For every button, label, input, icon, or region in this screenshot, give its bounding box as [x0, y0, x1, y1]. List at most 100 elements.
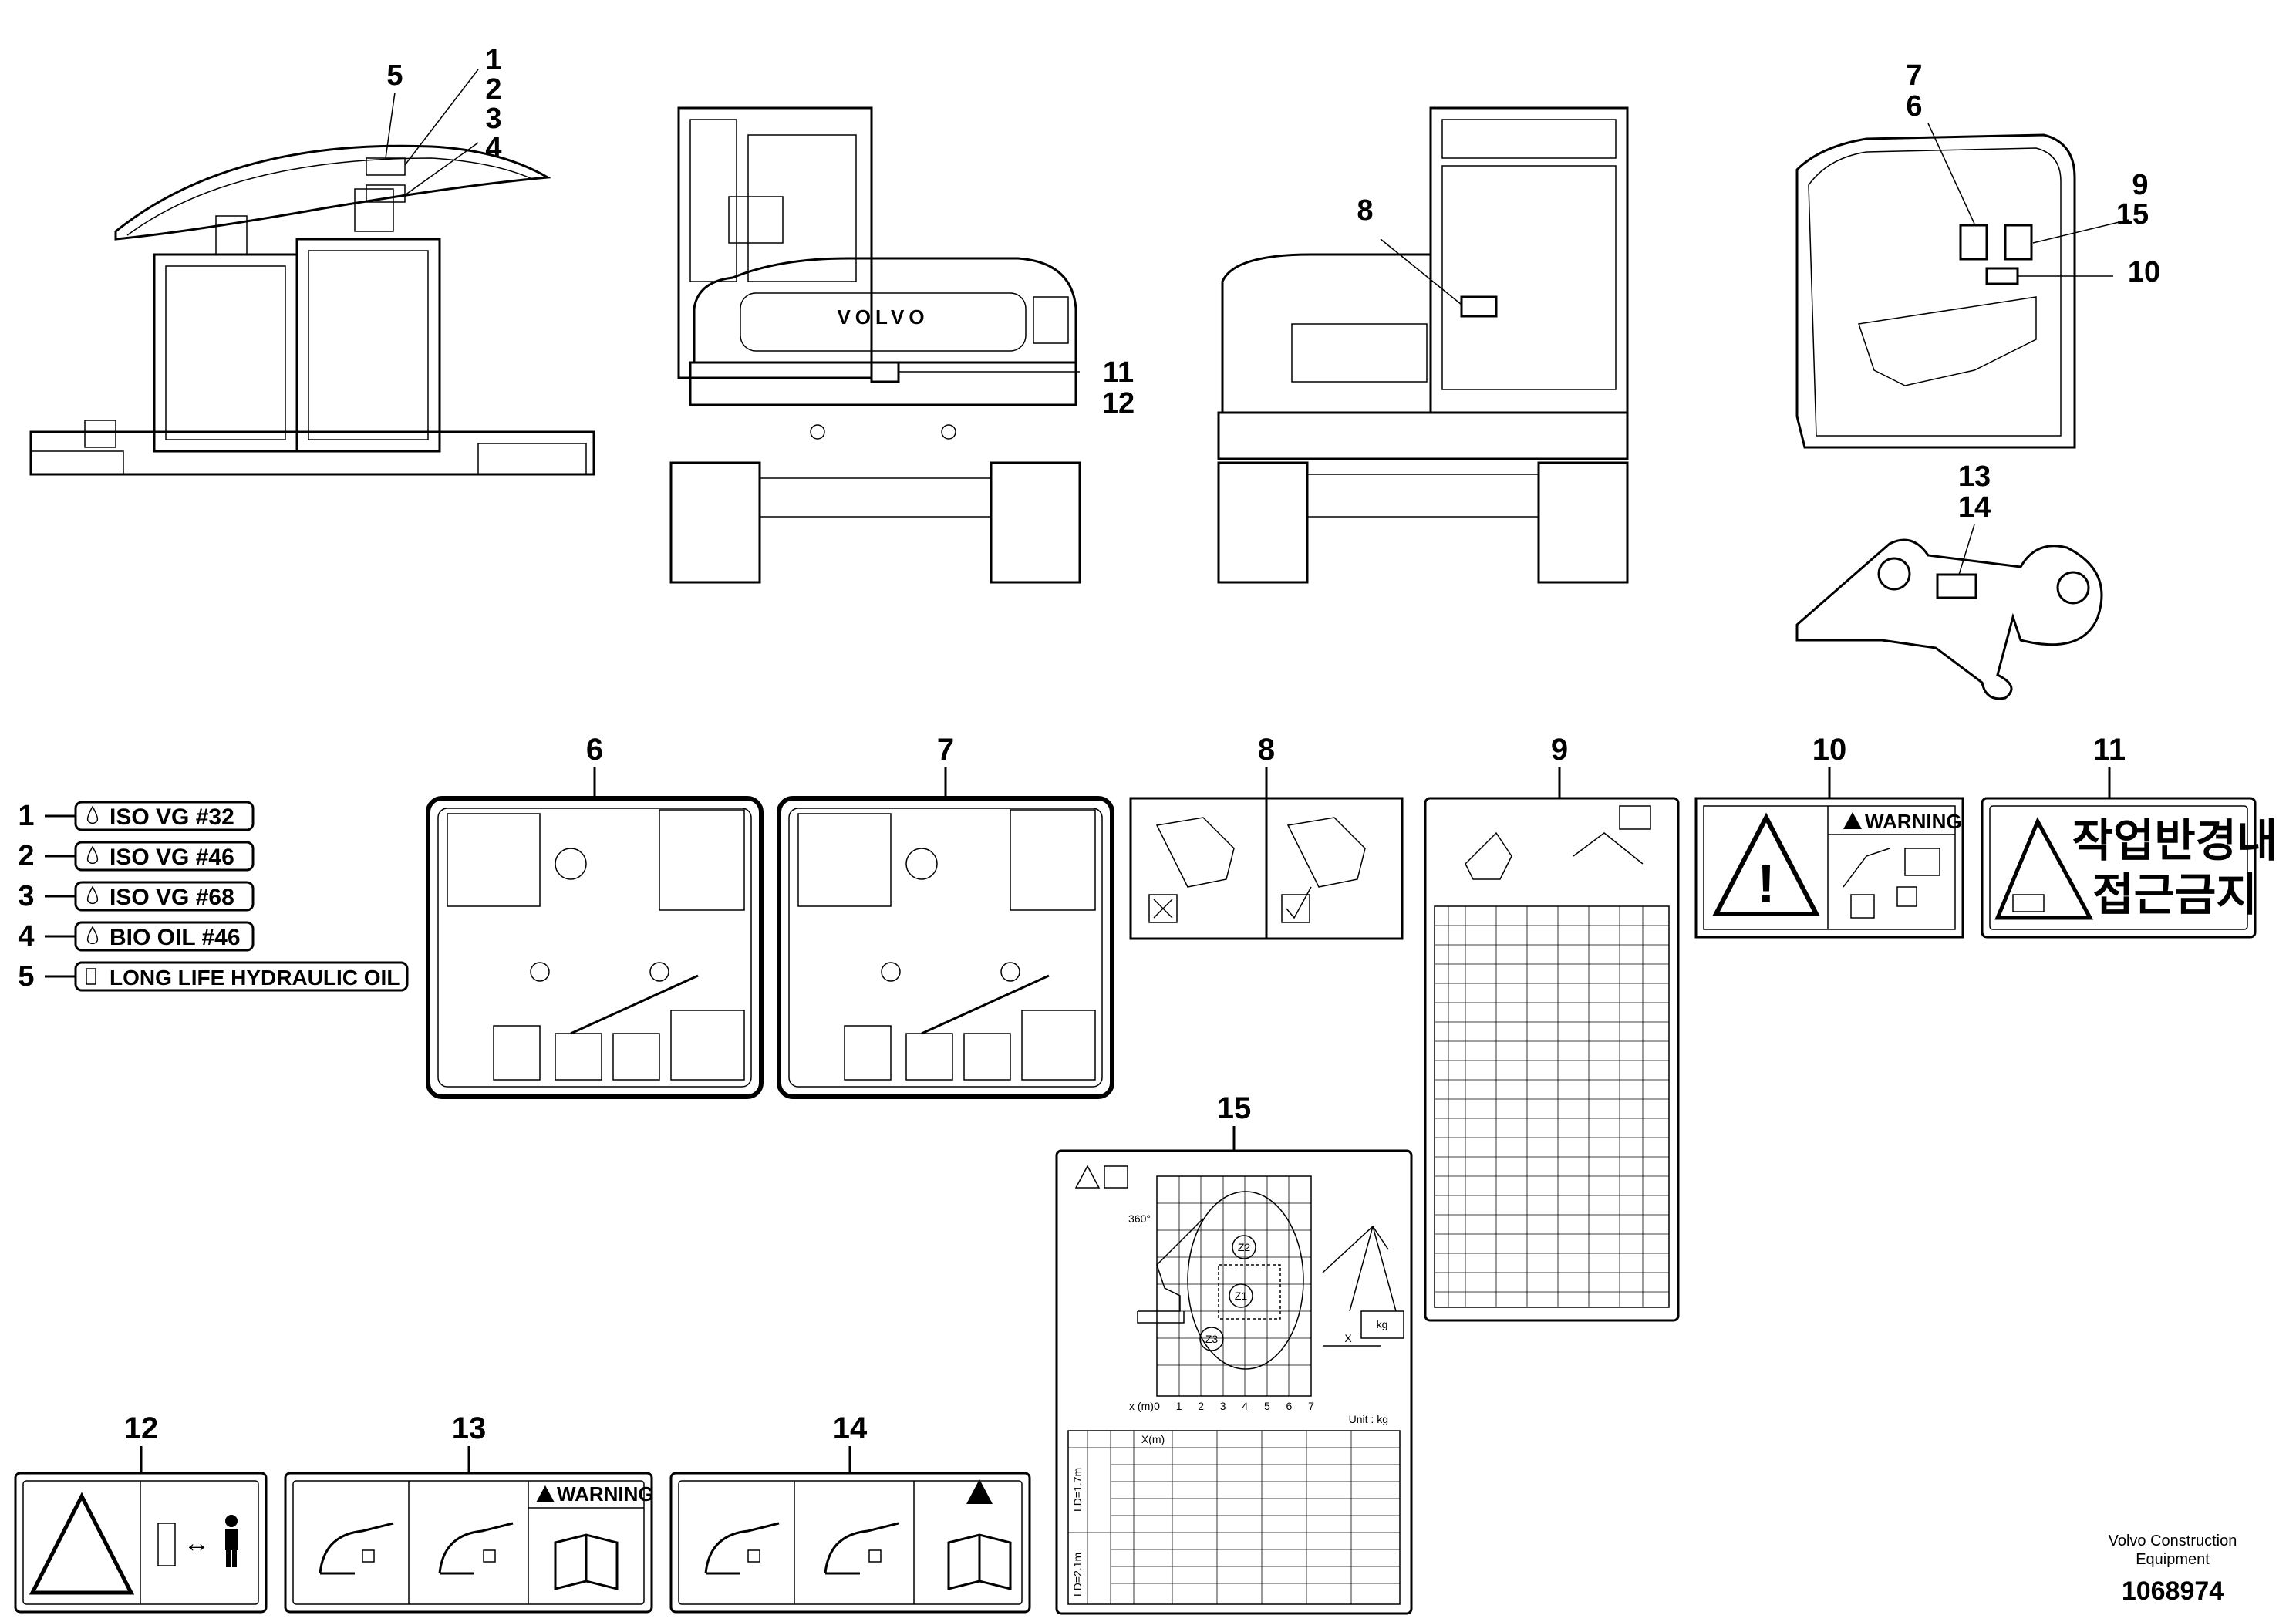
decal-8-coupler-check: 8	[1129, 733, 1404, 940]
callout-9: 9	[2132, 169, 2148, 201]
warning-triangle-icon	[1712, 812, 1820, 916]
decal-10-warning: 10 ! WARNING	[1694, 733, 1964, 939]
part-number: 1068974	[2121, 1576, 2224, 1606]
callout-4: 4	[485, 132, 501, 164]
unit-label: Unit : kg	[1349, 1413, 1388, 1425]
view2-callouts: 11 12	[1102, 356, 1135, 420]
oil-label-3: 3 ISO VG #68	[18, 880, 255, 912]
callout-8: 8	[1357, 194, 1373, 227]
warning-label: WARNING	[557, 1482, 654, 1506]
view5-callouts: 13 14	[1958, 460, 1991, 575]
view-quick-coupler	[1795, 538, 2103, 700]
footer: Volvo Construction Equipment 1068974	[2072, 1532, 2273, 1607]
person-icon	[225, 1515, 238, 1567]
bucket-locked-icon	[438, 1522, 514, 1575]
x-tick-label: 4	[1242, 1400, 1248, 1412]
view-machine-rear: VOLVO	[669, 106, 1081, 584]
decal-11-no-approach: 11 작업반경내 접근금지	[1981, 733, 2278, 939]
oil-label-2: 2 ISO VG #46	[18, 840, 255, 872]
x-axis-label: x (m)	[1129, 1400, 1154, 1412]
decal-14-coupler-caution: 14	[669, 1411, 1031, 1614]
company-name-line2: Equipment	[2136, 1551, 2210, 1568]
hazard-triangle-icon	[1994, 817, 2094, 920]
oil-label-text: ISO VG #32	[110, 804, 234, 830]
x-tick-label: 7	[1308, 1400, 1314, 1412]
decal-number: 11	[2093, 733, 2126, 767]
callout-6: 6	[1906, 90, 1922, 123]
callout-7: 7	[1906, 59, 1922, 92]
bucket-locked-icon	[824, 1522, 899, 1575]
view4-callouts: 7 6 9 15 10	[1906, 59, 2160, 288]
dim-x-label: X	[1344, 1332, 1352, 1344]
manual-book-icon	[947, 1533, 1012, 1590]
oil-drop-icon	[86, 805, 99, 824]
volvo-logo-rear: VOLVO	[837, 305, 929, 329]
load-box-icon	[1360, 1310, 1404, 1339]
x-tick-label: 5	[1264, 1400, 1270, 1412]
decal-number: 12	[124, 1411, 159, 1445]
radius-grid	[1156, 1175, 1312, 1397]
warning-triangle-icon	[1074, 1165, 1101, 1189]
callout-15: 15	[2116, 198, 2149, 231]
zone-label-z2: Z2	[1238, 1241, 1251, 1253]
oil-label-1: 1 ISO VG #32	[18, 800, 255, 832]
decal-number: 14	[833, 1411, 868, 1445]
x-tick-label: 3	[1220, 1400, 1226, 1412]
decal-number: 15	[1217, 1091, 1252, 1125]
oil-drop-icon	[86, 885, 99, 905]
decal-7-control-pattern: 7	[777, 733, 1114, 1099]
svg-text:!: !	[1757, 854, 1775, 914]
svg-text:↔: ↔	[184, 1529, 210, 1558]
callout-2: 2	[485, 73, 501, 106]
oil-label-text: ISO VG #46	[110, 845, 234, 870]
view1-callouts: 5 1 2 3 4	[385, 44, 502, 164]
warning-small-triangle-icon	[536, 1485, 555, 1502]
callout-11: 11	[1103, 356, 1134, 389]
manual-book-icon	[554, 1533, 619, 1590]
callout-14: 14	[1958, 491, 1991, 524]
table-side-label-2: LD=2.1m	[1071, 1553, 1084, 1597]
oil-label-list: 1 ISO VG #32 2 ISO VG #46 3 ISO VG #68 4…	[18, 800, 409, 993]
oil-label-number: 5	[18, 960, 34, 993]
view-cab	[1795, 123, 2129, 449]
lifting-table: X(m) LD=1.7m LD=2.1m	[1067, 1430, 1401, 1605]
oil-label-number: 2	[18, 840, 34, 872]
oil-drop-icon	[86, 845, 99, 865]
decal-number: 10	[1812, 733, 1847, 767]
decal-number: 9	[1551, 733, 1568, 767]
callout-13: 13	[1958, 460, 1991, 493]
decal-number: 8	[1258, 733, 1275, 767]
table-header-x: X(m)	[1141, 1433, 1165, 1445]
oil-label-number: 4	[18, 920, 34, 953]
callout-10: 10	[2128, 256, 2160, 288]
load-chart-grid	[1435, 906, 1669, 1307]
decal-9-load-chart: 9	[1424, 733, 1680, 1322]
decal-number: 13	[452, 1411, 487, 1445]
company-name-line1: Volvo Construction	[2108, 1533, 2237, 1549]
load-unit-label: kg	[1377, 1318, 1388, 1330]
x-tick-label: 0	[1154, 1400, 1160, 1412]
oil-label-text: ISO VG #68	[110, 885, 234, 910]
callout-5: 5	[386, 59, 403, 92]
oil-can-icon	[86, 968, 96, 985]
x-tick-label: 1	[1176, 1400, 1182, 1412]
rotation-label: 360°	[1128, 1212, 1151, 1225]
korean-line-1: 작업반경내	[2072, 814, 2278, 867]
manual-book-icon	[1104, 1165, 1128, 1189]
callout-3: 3	[485, 103, 501, 135]
oil-label-number: 3	[18, 880, 34, 912]
table-side-label-1: LD=1.7m	[1071, 1468, 1084, 1512]
oil-drop-icon	[86, 926, 99, 945]
view-tank-frame	[29, 69, 595, 476]
bucket-unlocked-icon	[704, 1522, 780, 1575]
lifting-boom-icon	[1322, 1225, 1397, 1312]
decal-6-control-pattern: 6	[426, 733, 764, 1099]
zone-label-z1: Z1	[1235, 1290, 1248, 1302]
callout-12: 12	[1102, 387, 1135, 420]
warning-label: WARNING	[1865, 810, 1962, 833]
decal-number: 6	[586, 733, 603, 767]
x-tick-label: 2	[1198, 1400, 1204, 1412]
decal-13-coupler-warning: 13 WARNING	[284, 1411, 654, 1614]
